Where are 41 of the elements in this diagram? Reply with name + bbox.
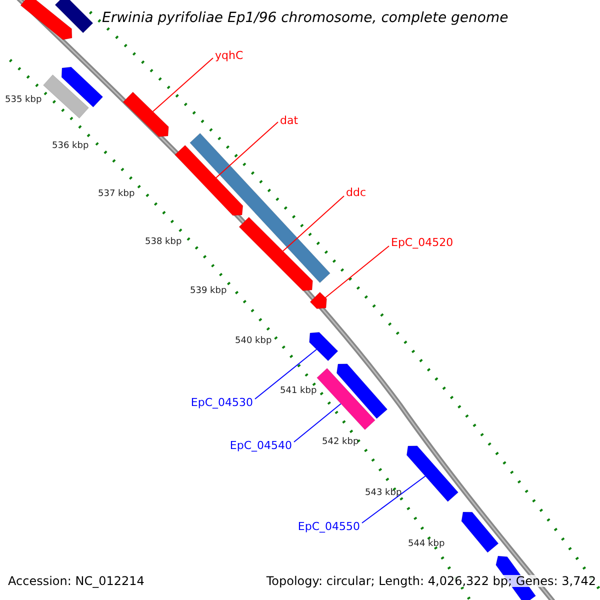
gene-feature: [54, 0, 94, 34]
gene-feature: [122, 92, 169, 138]
leader-line: [152, 58, 214, 112]
position-label: 543 kbp: [365, 489, 402, 498]
position-label: 537 kbp: [98, 190, 135, 199]
genome-info-text: Topology: circular; Length: 4,026,322 bp; Genes: 3,742: [266, 575, 596, 587]
gene-feature: [43, 74, 89, 118]
leader-line: [216, 122, 278, 178]
leader-line: [362, 476, 426, 524]
gene-label: dat: [280, 115, 298, 126]
accession-text: Accession: NC_012214: [8, 575, 144, 587]
position-label: 541 kbp: [280, 387, 317, 396]
gene-feature: [406, 446, 458, 502]
gene-label: EpC_04540: [230, 440, 292, 451]
position-label: 539 kbp: [190, 287, 227, 296]
gene-label: EpC_04550: [298, 521, 360, 532]
gene-label: EpC_04530: [190, 397, 253, 408]
position-label: 536 kbp: [52, 142, 89, 151]
gene-feature: [310, 292, 327, 309]
gene-feature: [61, 66, 104, 108]
gene-feature: [20, 0, 72, 40]
gene-feature: [174, 144, 244, 216]
gene-feature: [316, 368, 376, 430]
position-label: 544 kbp: [408, 540, 445, 549]
gene-feature: [336, 364, 388, 419]
gene-feature: [190, 132, 330, 284]
leader-line: [294, 403, 342, 442]
gene-label: yqhC: [215, 50, 244, 61]
gene-label: ddc: [346, 187, 366, 198]
leader-line: [254, 348, 318, 400]
position-label: 542 kbp: [322, 438, 359, 447]
gene-feature: [309, 332, 338, 362]
leader-line: [282, 196, 344, 252]
position-label: 540 kbp: [235, 337, 272, 346]
position-label: 538 kbp: [145, 238, 182, 247]
gene-feature: [461, 512, 499, 553]
gene-feature: [238, 216, 313, 291]
position-label: 535 kbp: [5, 96, 42, 105]
leader-line: [324, 246, 390, 298]
gene-label: EpC_04520: [391, 237, 454, 248]
title: Erwinia pyrifoliae Ep1/96 chromosome, complete genome: [102, 11, 508, 25]
